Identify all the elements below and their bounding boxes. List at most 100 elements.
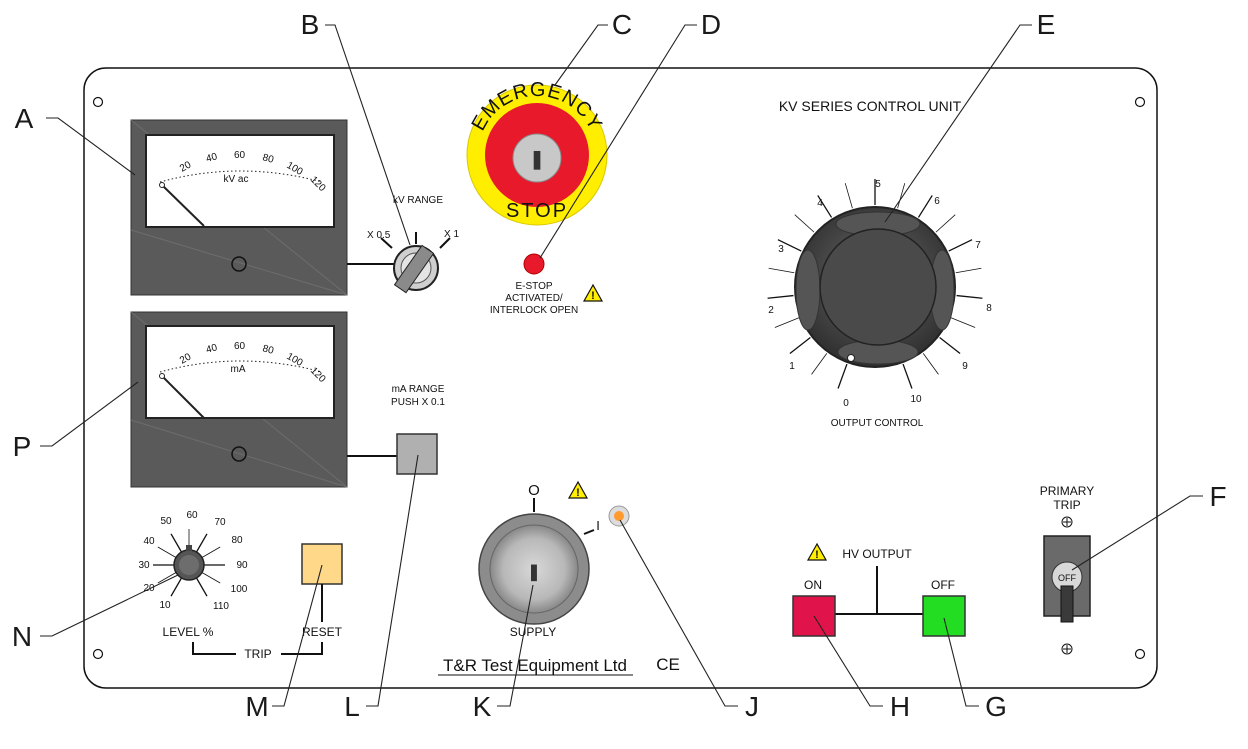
panel-title: KV SERIES CONTROL UNIT (779, 98, 962, 114)
trip-scale-90: 90 (236, 560, 248, 571)
kv-meter-needle (162, 185, 205, 227)
output-control-knob[interactable] (794, 206, 956, 368)
trip-scale-tick (201, 546, 221, 558)
output-scale-tick (794, 214, 815, 233)
svg-text:!: ! (815, 549, 819, 561)
ma-meter-tick-40: 40 (205, 342, 219, 356)
ma-range-label-1: mA RANGE (392, 384, 445, 395)
callout-d: D (701, 9, 721, 40)
kv-meter-tick-60: 60 (234, 150, 246, 161)
callout-e: E (1037, 9, 1056, 40)
output-scale-tick (956, 294, 983, 299)
trip-scale-tick (157, 572, 177, 584)
kv-meter-tick-20: 20 (178, 159, 194, 174)
output-scale-tick (950, 317, 976, 328)
output-scale-tick (955, 267, 982, 274)
ma-meter-needle (162, 376, 205, 419)
trip-scale-100: 100 (231, 584, 248, 595)
callout-l: L (344, 691, 360, 722)
trip-scale-40: 40 (143, 536, 155, 547)
ma-range-button[interactable] (396, 433, 438, 475)
callout-a: A (15, 103, 34, 134)
estop-indicator-lamp (523, 253, 545, 275)
supply-off-mark: O (528, 482, 540, 499)
callout-p: P (13, 431, 32, 462)
trip-level-knob[interactable] (173, 545, 205, 581)
output-scale-6: 6 (934, 196, 940, 207)
callout-n: N (12, 621, 32, 652)
output-control-label: OUTPUT CONTROL (831, 418, 924, 429)
output-scale-tick (897, 183, 906, 209)
output-scale-tick (767, 294, 794, 299)
emergency-stop-button[interactable]: ❚ (466, 84, 608, 226)
kv-range-switch[interactable] (347, 232, 451, 294)
callout-k: K (473, 691, 492, 722)
ma-meter-tick-80: 80 (261, 343, 275, 357)
output-control-scale (767, 179, 983, 389)
output-scale-10: 10 (910, 394, 922, 405)
output-scale-tick (917, 195, 933, 218)
kv-range-high: X 1 (444, 229, 459, 240)
supply-switch[interactable]: ❚ (478, 513, 590, 625)
ma-meter-unit: mA (231, 364, 246, 375)
output-scale-tick (948, 239, 973, 252)
trip-scale-50: 50 (160, 516, 172, 527)
ma-meter-tick-20: 20 (178, 351, 194, 366)
trip-scale-110: 110 (213, 601, 229, 612)
kv-meter: 20 40 60 80 100 120 kV ac (130, 119, 348, 296)
kv-meter-zero-adjust[interactable] (231, 256, 247, 272)
estop-bottom-text: STOP (506, 200, 568, 222)
trip-scale-tick (157, 546, 177, 558)
screw-icon (1061, 516, 1073, 528)
output-scale-tick (789, 336, 811, 355)
trip-scale-30: 30 (138, 560, 150, 571)
trip-scale-80: 80 (231, 535, 243, 546)
output-scale-tick (774, 317, 800, 328)
svg-text:❚: ❚ (529, 149, 544, 170)
ma-meter-tick-60: 60 (234, 341, 246, 352)
estop-indicator-line3: INTERLOCK OPEN (490, 305, 578, 316)
kv-range-low: X 0.5 (367, 230, 391, 241)
reset-button[interactable] (301, 543, 343, 585)
output-scale-tick (935, 214, 956, 233)
primary-trip-line1: PRIMARY (1040, 484, 1094, 498)
supply-label: SUPPLY (510, 625, 556, 639)
output-scale-tick (922, 353, 939, 375)
ce-mark: CE (656, 655, 680, 674)
reset-label: RESET (302, 625, 343, 639)
output-scale-4: 4 (817, 198, 823, 209)
trip-level-scale (153, 529, 225, 597)
callout-j: J (745, 691, 759, 722)
output-scale-7: 7 (975, 240, 981, 251)
callout-m: M (245, 691, 268, 722)
hv-off-button[interactable] (922, 595, 966, 637)
trip-scale-tick (170, 577, 183, 597)
kv-meter-tick-80: 80 (261, 152, 275, 166)
trip-scale-tick (170, 533, 183, 553)
output-scale-3: 3 (778, 244, 784, 255)
panel-screws (92, 96, 1146, 660)
warning-icon: ! (567, 480, 589, 499)
primary-trip-breaker[interactable] (1043, 535, 1091, 623)
output-scale-9: 9 (962, 361, 968, 372)
output-scale-tick (768, 267, 795, 274)
kv-meter-unit: kV ac (223, 174, 248, 185)
output-scale-tick (837, 363, 848, 389)
hv-on-label: ON (804, 578, 822, 592)
estop-indicator-line1: E-STOP (515, 281, 552, 292)
svg-text:!: ! (576, 487, 580, 499)
primary-trip-line2: TRIP (1053, 498, 1080, 512)
trip-scale-60: 60 (186, 510, 198, 521)
ma-meter-zero-adjust[interactable] (231, 446, 247, 462)
screw-icon (1061, 643, 1073, 655)
kv-meter-tick-40: 40 (205, 151, 219, 165)
callout-leaders (40, 24, 1203, 707)
output-scale-tick (817, 195, 833, 218)
kv-range-label: kV RANGE (393, 195, 443, 206)
output-scale-tick (777, 239, 802, 252)
trip-scale-tick (201, 572, 221, 584)
trip-scale-10: 10 (159, 600, 171, 611)
callout-f: F (1209, 481, 1226, 512)
svg-text:!: ! (591, 290, 595, 302)
